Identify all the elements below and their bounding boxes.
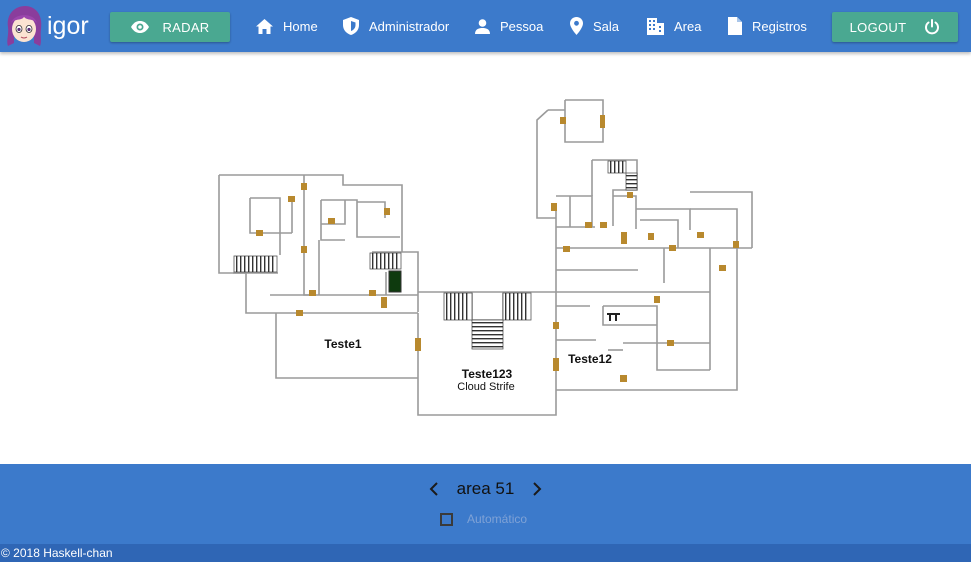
occupied-room-marker[interactable]	[388, 270, 402, 293]
floor-plan: Teste1 Teste123 Cloud Strife Teste12	[0, 52, 971, 464]
nav-home-label: Home	[283, 18, 318, 34]
next-area-button[interactable]	[526, 478, 548, 500]
person-icon	[475, 18, 490, 34]
auto-checkbox[interactable]	[440, 512, 453, 526]
home-icon	[256, 18, 273, 34]
brand[interactable]: igor	[4, 4, 89, 48]
stairs-center-bottom	[471, 319, 504, 350]
auto-toggle-row: Automático	[440, 512, 527, 526]
nav-registros-label: Registros	[752, 18, 807, 34]
brand-name: igor	[47, 11, 89, 40]
floor-plan-svg: Teste1 Teste123 Cloud Strife Teste12	[218, 99, 753, 416]
footer-copyright: © 2018 Haskell-chan	[1, 546, 113, 560]
building-icon	[647, 17, 664, 35]
nav-sala-label: Sala	[593, 18, 620, 34]
room-teste1-label[interactable]: Teste1	[324, 337, 361, 351]
nav-home[interactable]: Home	[256, 12, 318, 40]
auto-label: Automático	[467, 512, 528, 526]
power-icon	[925, 19, 940, 35]
stairs-center-left	[443, 292, 473, 321]
document-icon	[728, 17, 742, 35]
area-navigator: area 51	[0, 478, 971, 500]
nav-area-label: Area	[674, 18, 702, 34]
stairs-left	[233, 255, 278, 273]
radar-button[interactable]: RADAR	[110, 12, 230, 42]
doors	[256, 115, 739, 382]
shield-icon	[343, 17, 359, 35]
previous-area-button[interactable]	[423, 478, 445, 500]
walls	[218, 99, 753, 416]
top-navbar: igor RADAR Home Administrador Pessoa Sal…	[0, 0, 971, 52]
current-area-name: area 51	[456, 479, 515, 498]
room-teste12-label[interactable]: Teste12	[568, 352, 612, 366]
nav-area[interactable]: Area	[647, 12, 701, 40]
room-teste123-occupant: Cloud Strife	[457, 381, 514, 393]
eye-icon	[131, 21, 150, 33]
stairs-small-left	[369, 252, 402, 270]
footer: © 2018 Haskell-chan	[0, 544, 971, 562]
nav-pessoa[interactable]: Pessoa	[475, 12, 543, 40]
nav-pessoa-label: Pessoa	[500, 18, 544, 34]
room-teste123-label[interactable]: Teste123	[462, 367, 513, 381]
area-selector-bar: area 51 Automático	[0, 464, 971, 544]
nav-administrador-label: Administrador	[369, 18, 450, 34]
radar-label: RADAR	[162, 19, 210, 35]
chevron-left-icon	[429, 482, 438, 496]
staircases	[233, 160, 638, 350]
nav-administrador[interactable]: Administrador	[343, 12, 449, 40]
avatar-logo-icon	[7, 6, 42, 46]
nav-sala[interactable]: Sala	[570, 12, 619, 40]
stairs-center-right	[502, 292, 532, 321]
logout-button[interactable]: LOGOUT	[832, 12, 958, 42]
logout-label: LOGOUT	[849, 19, 907, 35]
stairs-upper-right	[607, 160, 638, 191]
chevron-right-icon	[533, 482, 542, 496]
nav-registros[interactable]: Registros	[728, 12, 807, 40]
map-pin-icon	[570, 17, 583, 35]
elevator-icon-right	[607, 313, 620, 321]
